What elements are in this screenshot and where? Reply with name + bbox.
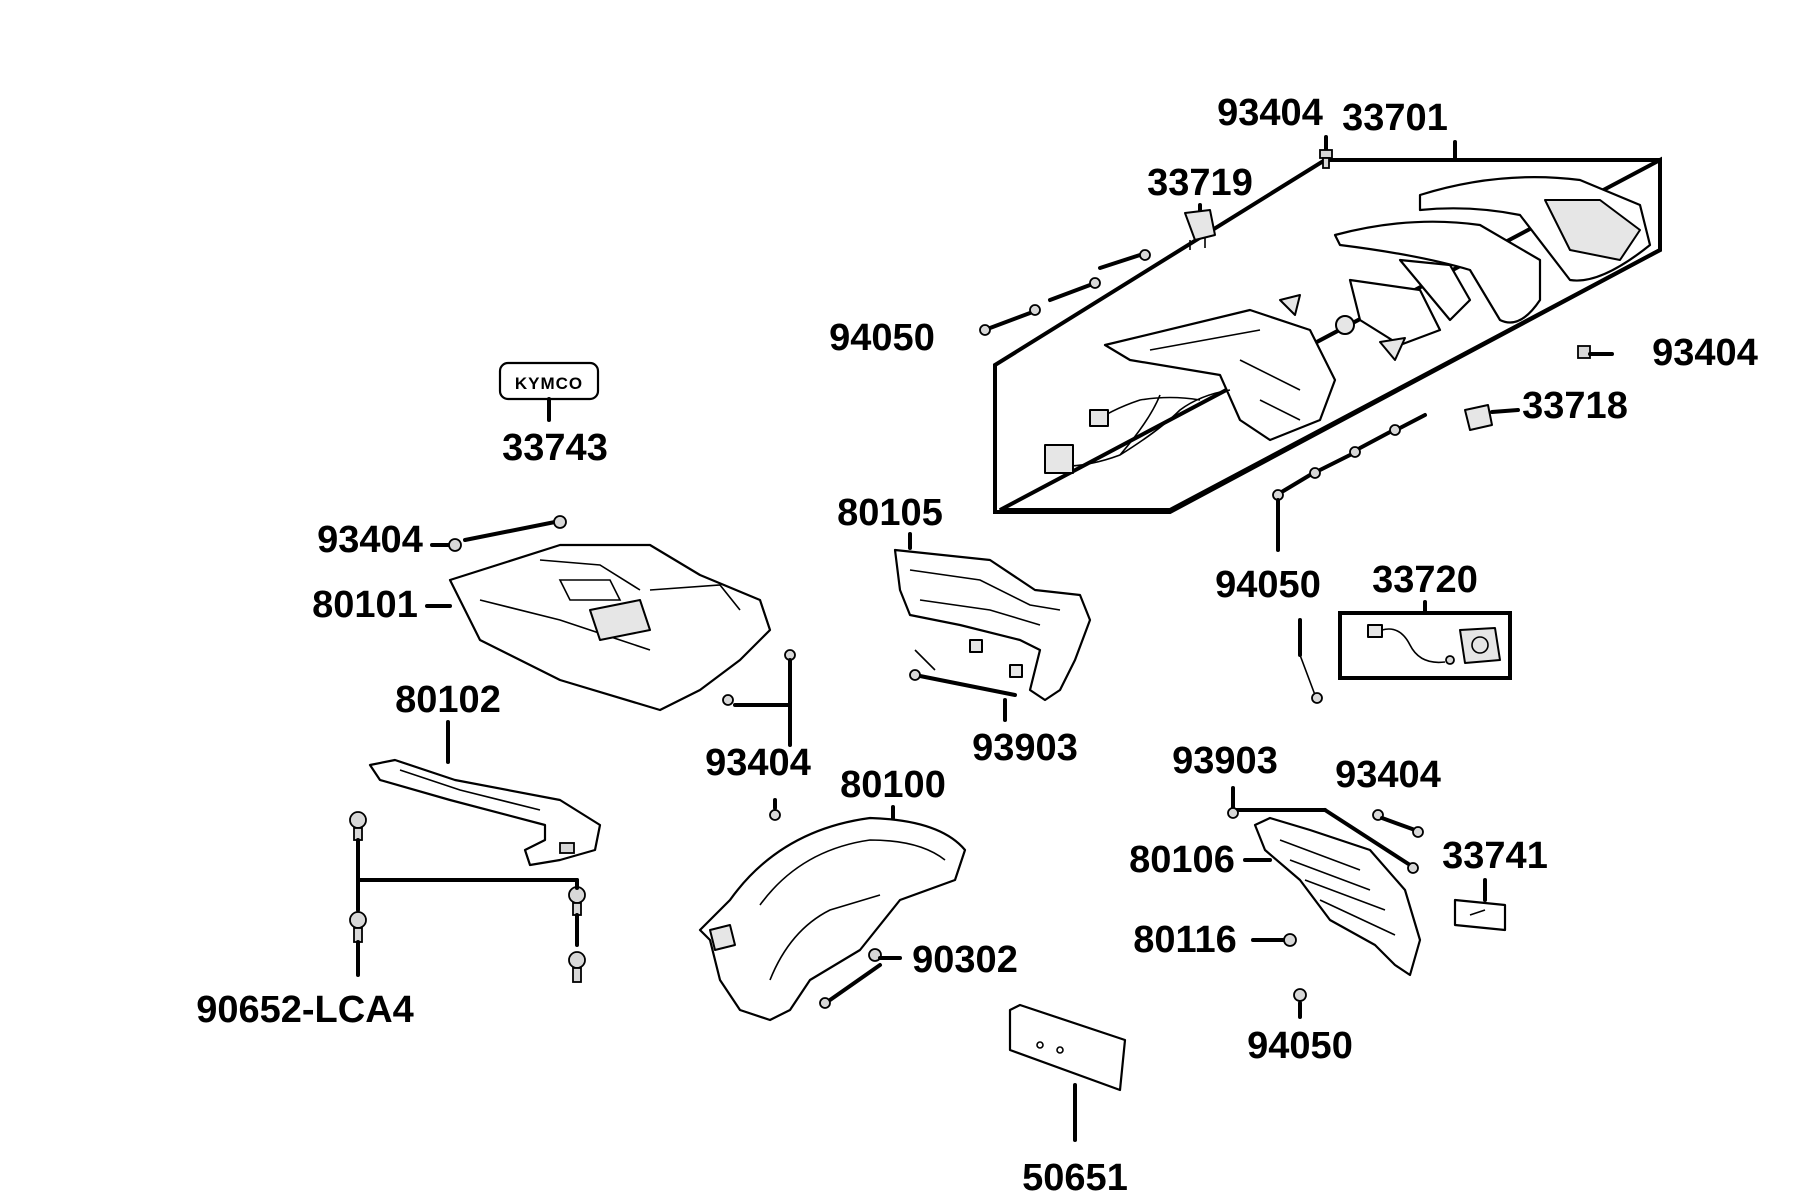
kymco-emblem-33743: KYMCO — [498, 361, 600, 422]
label-33718: 33718 — [1522, 385, 1628, 427]
tail-bracket-2 — [1398, 258, 1472, 322]
label-33719: 33719 — [1147, 162, 1253, 204]
clip-33719 — [1184, 203, 1216, 250]
label-50651: 50651 — [1022, 1157, 1128, 1199]
label-93404-b: 93404 — [1335, 754, 1441, 796]
label-80106: 80106 — [1129, 839, 1235, 881]
screws-93903-b — [1227, 786, 1419, 874]
license-bracket-80106 — [1253, 816, 1422, 977]
label-93404-right: 93404 — [1652, 332, 1758, 374]
label-80100: 80100 — [840, 764, 946, 806]
tail-lens — [1544, 199, 1641, 261]
bolt-93404-right — [1577, 345, 1614, 359]
wire-connector-1 — [1044, 444, 1074, 474]
rear-frame-cover-80105 — [893, 548, 1092, 722]
plate-pad-50651 — [1008, 1003, 1127, 1142]
assembly-frame-outline — [993, 158, 1662, 514]
label-80101: 80101 — [312, 584, 418, 626]
bolt-93404-mid — [430, 515, 567, 552]
triangle-piece — [1379, 337, 1406, 361]
light-housing-frame — [1103, 308, 1337, 442]
tail-cowl-lower — [1333, 220, 1542, 324]
label-33701: 33701 — [1342, 97, 1448, 139]
label-93903-b: 93903 — [1172, 740, 1278, 782]
screws-94050-left — [979, 249, 1151, 336]
bolts-90652-lca4 — [349, 811, 586, 983]
screws-94050-mid — [1272, 413, 1427, 552]
tail-light-assembly-group — [993, 156, 1662, 514]
label-33720: 33720 — [1372, 559, 1478, 601]
rear-bracket-80102 — [368, 758, 602, 867]
label-80105: 80105 — [837, 492, 943, 534]
clip-80116 — [1251, 933, 1297, 947]
grommet — [1335, 315, 1355, 335]
label-93903-a: 93903 — [972, 727, 1078, 769]
label-94050-mid: 94050 — [1215, 564, 1321, 606]
label-93404-top: 93404 — [1217, 92, 1323, 134]
label-80116: 80116 — [1133, 919, 1237, 961]
bolt-93404-b — [1372, 809, 1424, 838]
label-93404-lower: 93404 — [705, 742, 811, 784]
label-94050-bottom: 94050 — [1247, 1025, 1353, 1067]
reflector-piece — [1279, 294, 1301, 316]
bolt-93404-top — [1319, 135, 1333, 169]
reflector-33741 — [1453, 898, 1507, 932]
rear-fender-80100 — [698, 816, 967, 1022]
clip-33718 — [1464, 404, 1520, 431]
label-93404-mid: 93404 — [317, 519, 423, 561]
bolts-93404-lower — [722, 649, 796, 821]
label-33741: 33741 — [1442, 835, 1548, 877]
label-90302: 90302 — [912, 939, 1018, 981]
emblem-text: KYMCO — [515, 374, 583, 393]
label-94050-left: 94050 — [829, 317, 935, 359]
screw-94050-lower — [1298, 618, 1323, 704]
label-33743: 33743 — [502, 427, 608, 469]
under-seat-tray-80101 — [448, 543, 772, 712]
label-90652-lca4: 90652-LCA4 — [196, 989, 414, 1031]
screws-90302 — [819, 948, 902, 1009]
box-33720 — [1338, 611, 1512, 680]
wire-connector-2 — [1089, 409, 1109, 427]
screw-94050-bottom — [1293, 988, 1307, 1019]
tail-bracket — [1348, 278, 1442, 347]
label-80102: 80102 — [395, 679, 501, 721]
housing-detail — [1149, 329, 1301, 421]
license-lamp-33720 — [1367, 624, 1501, 665]
